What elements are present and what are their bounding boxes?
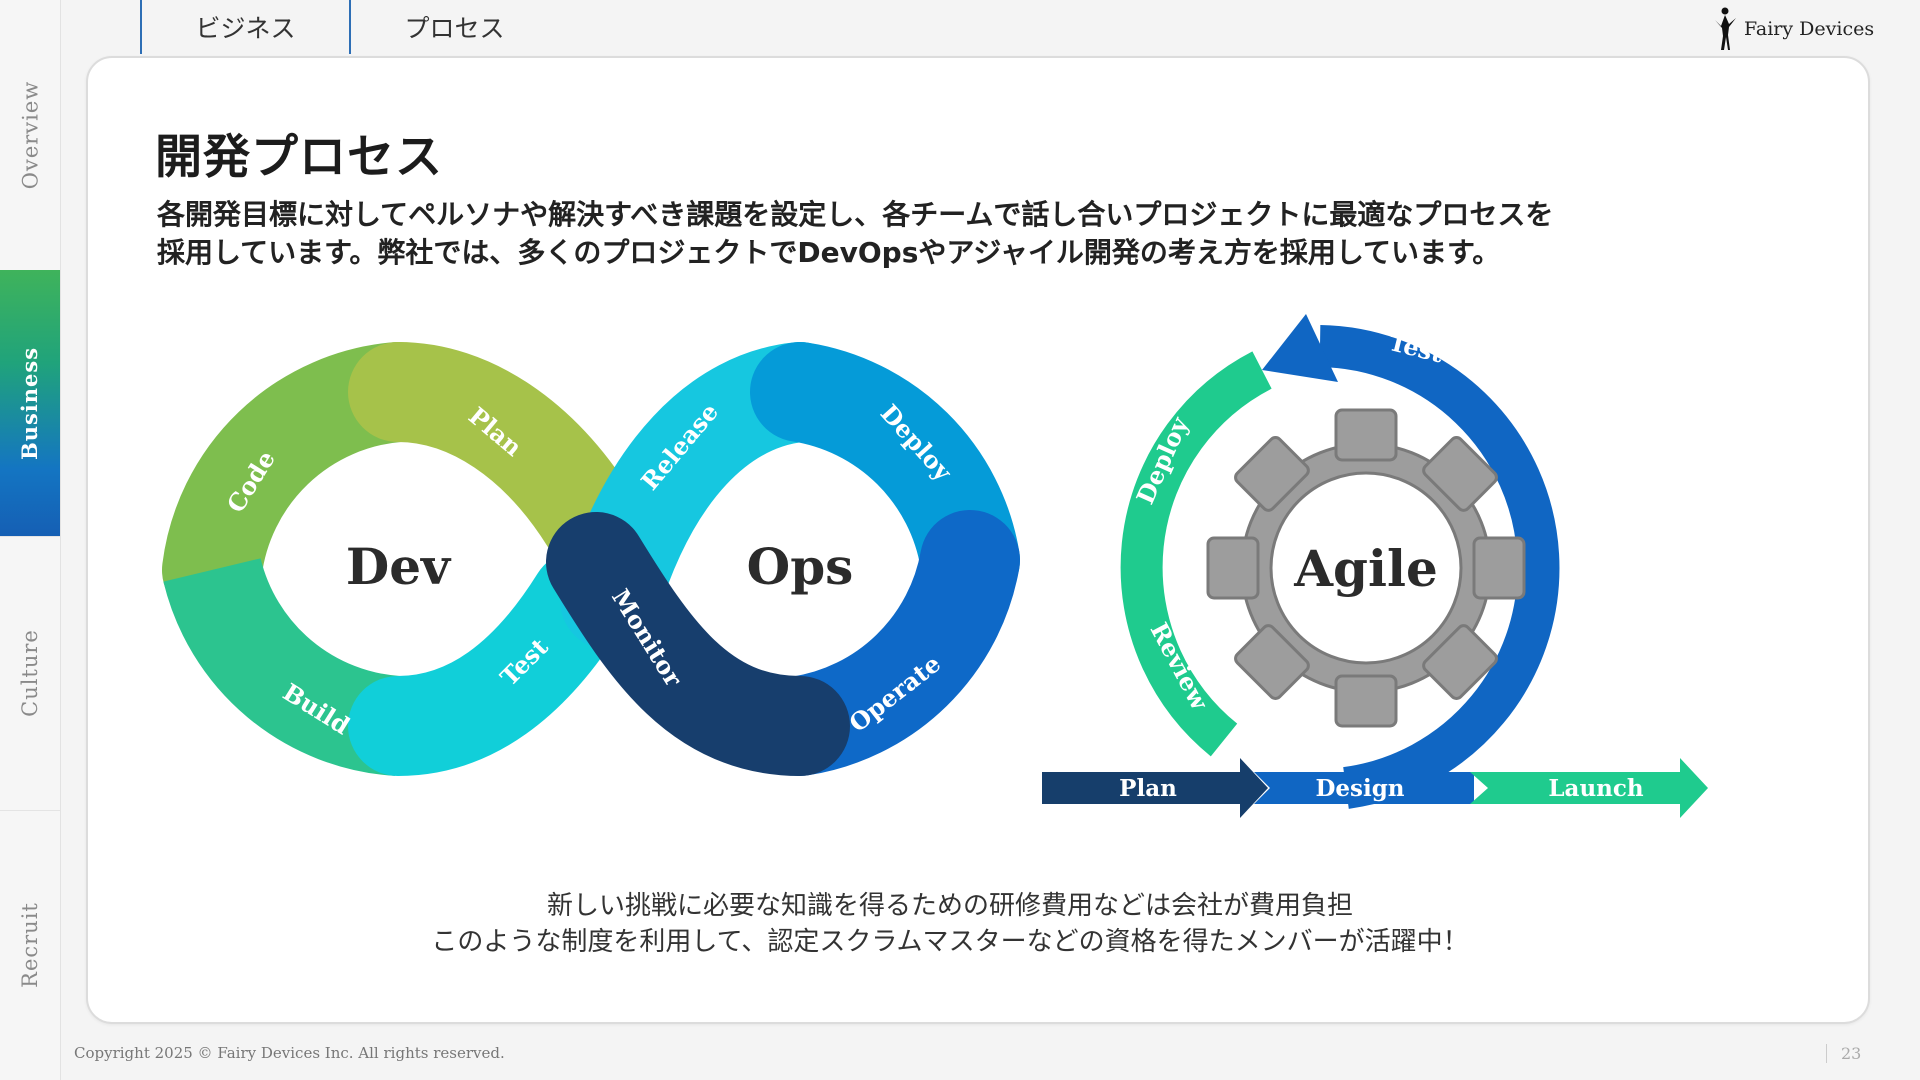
lead-line-1: 各開発目標に対してペルソナや解決すべき課題を設定し、各チームで話し合いプロジェク… <box>157 198 1554 231</box>
devops-label-ops: Ops <box>747 537 854 596</box>
tab-process[interactable]: プロセス <box>349 0 558 54</box>
sidebar: Overview Business Culture Recruit <box>0 0 61 1080</box>
agile-diagram: Agile Test Develop Deploy Review Plan De… <box>1042 314 1708 818</box>
tab-business[interactable]: ビジネス <box>140 0 349 54</box>
breadcrumb: ビジネス プロセス <box>140 0 558 54</box>
gear-icon <box>1206 408 1526 728</box>
devops-diagram: Code Plan Build Test Release Deploy Moni… <box>162 342 1020 776</box>
flow-arrow-plan <box>1042 758 1268 818</box>
copyright: Copyright 2025 © Fairy Devices Inc. All … <box>74 1044 505 1062</box>
support-note: 新しい挑戦に必要な知識を得るための研修費用などは会社が費用負担 このような制度を… <box>0 888 1920 960</box>
devops-label-dev: Dev <box>346 537 452 596</box>
note-line-1: 新しい挑戦に必要な知識を得るための研修費用などは会社が費用負担 <box>546 891 1353 921</box>
sidebar-item-culture[interactable]: Culture <box>0 536 60 811</box>
logo-text: Fairy Devices <box>1744 18 1875 40</box>
flow-arrow-launch <box>1470 758 1708 818</box>
flow-arrow-design <box>1254 772 1474 804</box>
agile-arrow-head-icon <box>1262 314 1338 382</box>
flow-label-design: Design <box>1315 775 1404 802</box>
flow-label-plan: Plan <box>1119 775 1177 802</box>
page-title: 開発プロセス <box>155 130 443 185</box>
devops-segment-monitor <box>546 512 850 776</box>
devops-segment-test <box>348 550 630 776</box>
agile-label-develop: Develop <box>1570 506 1599 613</box>
sidebar-item-business[interactable]: Business <box>0 270 60 537</box>
lead-line-2: 採用しています。弊社では、多くのプロジェクトでDevOpsやアジャイル開発の考え… <box>157 236 1501 269</box>
fairy-logo-icon <box>1715 7 1736 50</box>
agile-cycle-blue <box>1319 325 1560 809</box>
page-number: 23 <box>1826 1044 1861 1063</box>
devops-segment-plan <box>348 342 640 570</box>
agile-cycle-green <box>1120 351 1272 757</box>
company-logo: Fairy Devices <box>1712 6 1874 52</box>
lead-paragraph: 各開発目標に対してペルソナや解決すべき課題を設定し、各チームで話し合いプロジェク… <box>157 196 1837 272</box>
agile-center-label: Agile <box>1293 539 1438 598</box>
note-line-2: このような制度を利用して、認定スクラムマスターなどの資格を得たメンバーが活躍中！ <box>431 927 1469 957</box>
flow-label-launch: Launch <box>1548 775 1644 802</box>
